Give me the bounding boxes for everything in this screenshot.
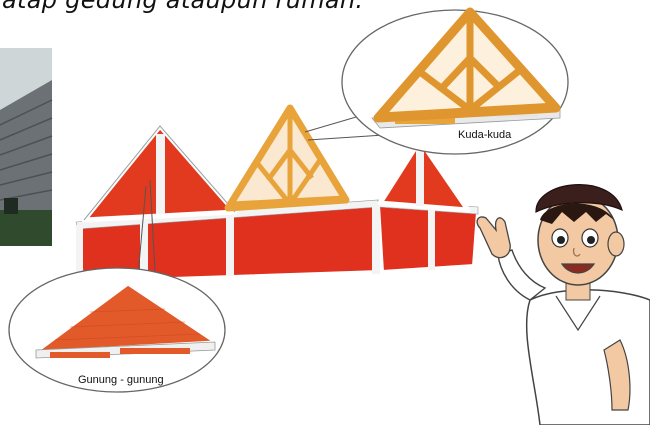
boy-character	[477, 185, 650, 425]
kuda-kuda-label: Kuda-kuda	[458, 129, 511, 141]
roof-photo	[0, 48, 52, 246]
middle-truss	[228, 108, 346, 208]
gunung-gunung-label: Gunung - gunung	[78, 374, 164, 386]
kuda-kuda-callout	[342, 10, 568, 154]
left-gable	[84, 126, 235, 220]
